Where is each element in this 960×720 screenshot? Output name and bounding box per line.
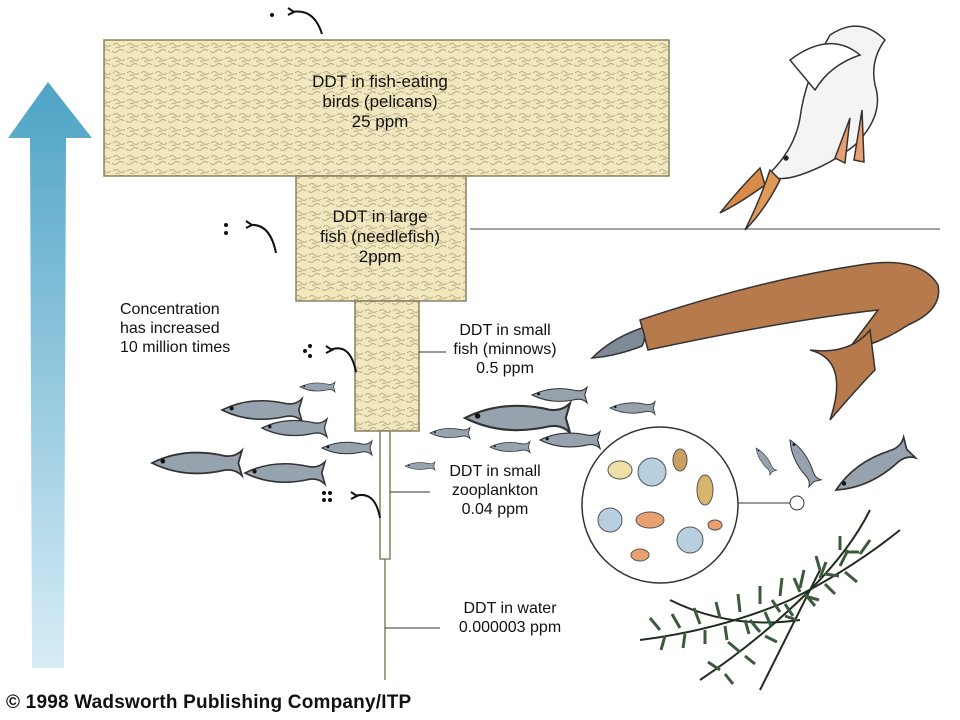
level-box-small-fish [354, 300, 420, 432]
minnow-icon [609, 401, 656, 415]
minnow-icon [221, 397, 303, 423]
minnow-icon [299, 381, 336, 393]
minnow-icon [783, 436, 822, 488]
minnow-icon [261, 418, 328, 438]
needlefish-icon [590, 261, 940, 421]
concentration-note: Concentration has increased 10 million t… [120, 300, 230, 357]
label-large-fish-line3: 2ppm [358, 247, 402, 266]
label-large-fish-line1: DDT in large [332, 207, 428, 226]
label-zooplankton: DDT in small zooplankton 0.04 ppm [430, 462, 560, 519]
concentration-note-line2: has increased [120, 320, 220, 337]
label-zooplankton-line2: zooplankton [451, 482, 539, 499]
minnow-icon [752, 445, 777, 476]
label-birds: DDT in fish-eating birds (pelicans) 25 p… [245, 72, 515, 132]
label-large-fish: DDT in large fish (needlefish) 2ppm [300, 207, 460, 267]
label-zooplankton-line1: DDT in small [449, 463, 541, 480]
label-large-fish-line2: fish (needlefish) [319, 227, 440, 246]
up-arrow-icon [8, 82, 92, 668]
transfer-arrows [245, 7, 381, 519]
label-birds-line2: birds (pelicans) [322, 92, 438, 111]
label-water-line2: 0.000003 ppm [458, 619, 562, 636]
water-plant-icon [639, 509, 901, 691]
minnow-icon [829, 436, 917, 502]
copyright-notice: © 1998 Wadsworth Publishing Company/ITP [6, 692, 412, 713]
minnow-icon [321, 440, 373, 456]
concentration-note-line1: Concentration [120, 301, 220, 318]
label-birds-line1: DDT in fish-eating [312, 72, 448, 91]
label-small-fish: DDT in small fish (minnows) 0.5 ppm [440, 321, 570, 378]
minnow-icon [489, 440, 531, 454]
label-small-fish-line2: fish (minnows) [453, 341, 557, 358]
minnow-icon [244, 460, 326, 486]
concentration-note-line3: 10 million times [120, 339, 231, 356]
level-box-zooplankton [379, 430, 391, 560]
label-water-line1: DDT in water [463, 600, 557, 617]
label-small-fish-line3: 0.5 ppm [476, 360, 534, 377]
minnow-icon [429, 426, 471, 440]
level-box-birds [103, 39, 670, 177]
ddt-dot-icon [224, 13, 332, 502]
pelican-icon [719, 25, 886, 231]
zooplankton-icon [581, 426, 805, 584]
minnow-icon [539, 431, 601, 449]
minnow-icon [151, 449, 243, 477]
minnow-icon [531, 386, 588, 404]
concentration-pyramid [103, 39, 670, 680]
label-zooplankton-line3: 0.04 ppm [461, 501, 529, 518]
label-water: DDT in water 0.000003 ppm [440, 599, 580, 637]
label-birds-line3: 25 ppm [351, 112, 409, 131]
level-box-large-fish [295, 175, 467, 302]
label-small-fish-line1: DDT in small [459, 322, 551, 339]
minnow-icon [463, 402, 572, 434]
